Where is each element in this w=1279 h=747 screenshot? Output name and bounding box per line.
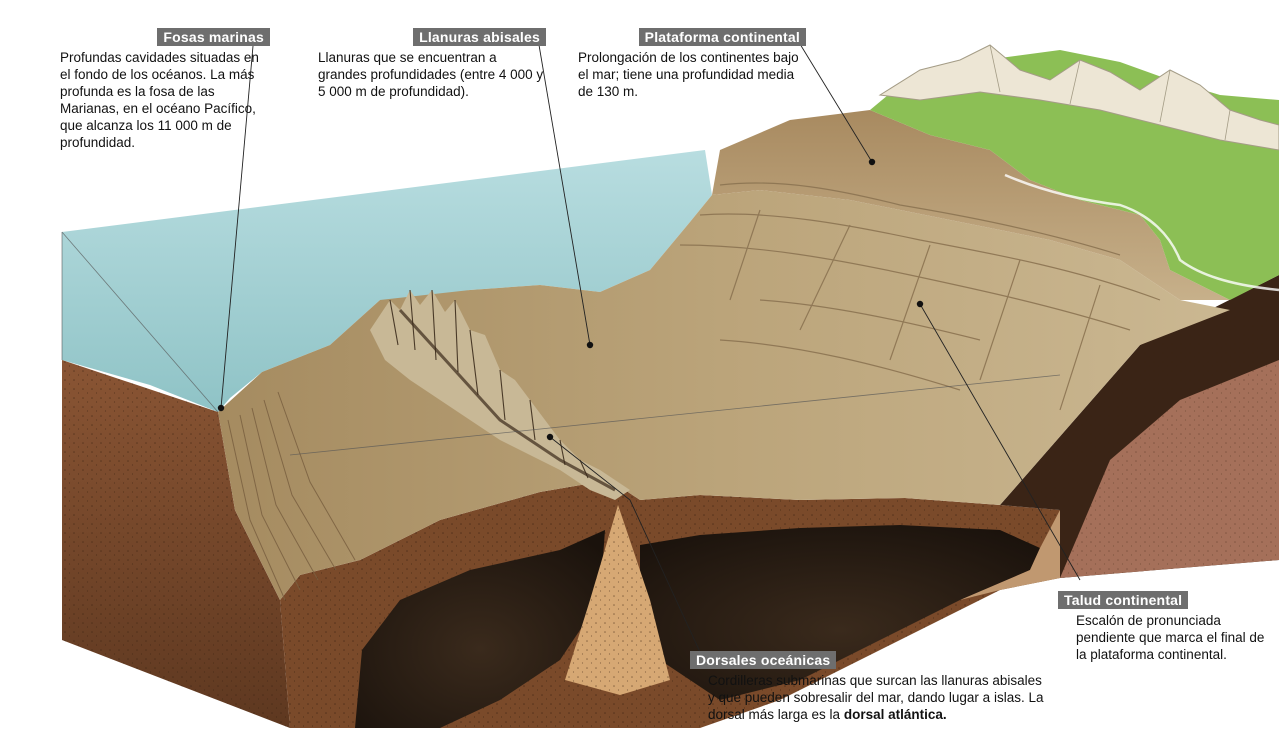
desc-plataforma-continental: Prolongación de los continentes bajo el … [578,49,806,100]
label-dorsales-oceanicas: Dorsales oceánicas Cordilleras submarina… [690,651,1050,723]
tag-plataforma-continental: Plataforma continental [639,28,806,46]
tag-dorsales-oceanicas: Dorsales oceánicas [690,651,836,669]
label-fosas-marinas: Fosas marinas Profundas cavidades situad… [60,28,270,151]
desc-talud-continental: Escalón de pronunciada pendiente que mar… [1058,612,1276,663]
label-llanuras-abisales: Llanuras abisales Llanuras que se encuen… [318,28,546,100]
desc-dorsales-bold: dorsal atlántica. [844,707,947,722]
desc-llanuras-abisales: Llanuras que se encuentran a grandes pro… [318,49,546,100]
tag-llanuras-abisales: Llanuras abisales [413,28,546,46]
tag-fosas-marinas: Fosas marinas [157,28,270,46]
desc-fosas-marinas: Profundas cavidades situadas en el fondo… [60,49,270,151]
label-plataforma-continental: Plataforma continental Prolongación de l… [578,28,806,100]
label-talud-continental: Talud continental Escalón de pronunciada… [1058,591,1276,663]
desc-dorsales-oceanicas: Cordilleras submarinas que surcan las ll… [690,672,1050,723]
tag-talud-continental: Talud continental [1058,591,1188,609]
